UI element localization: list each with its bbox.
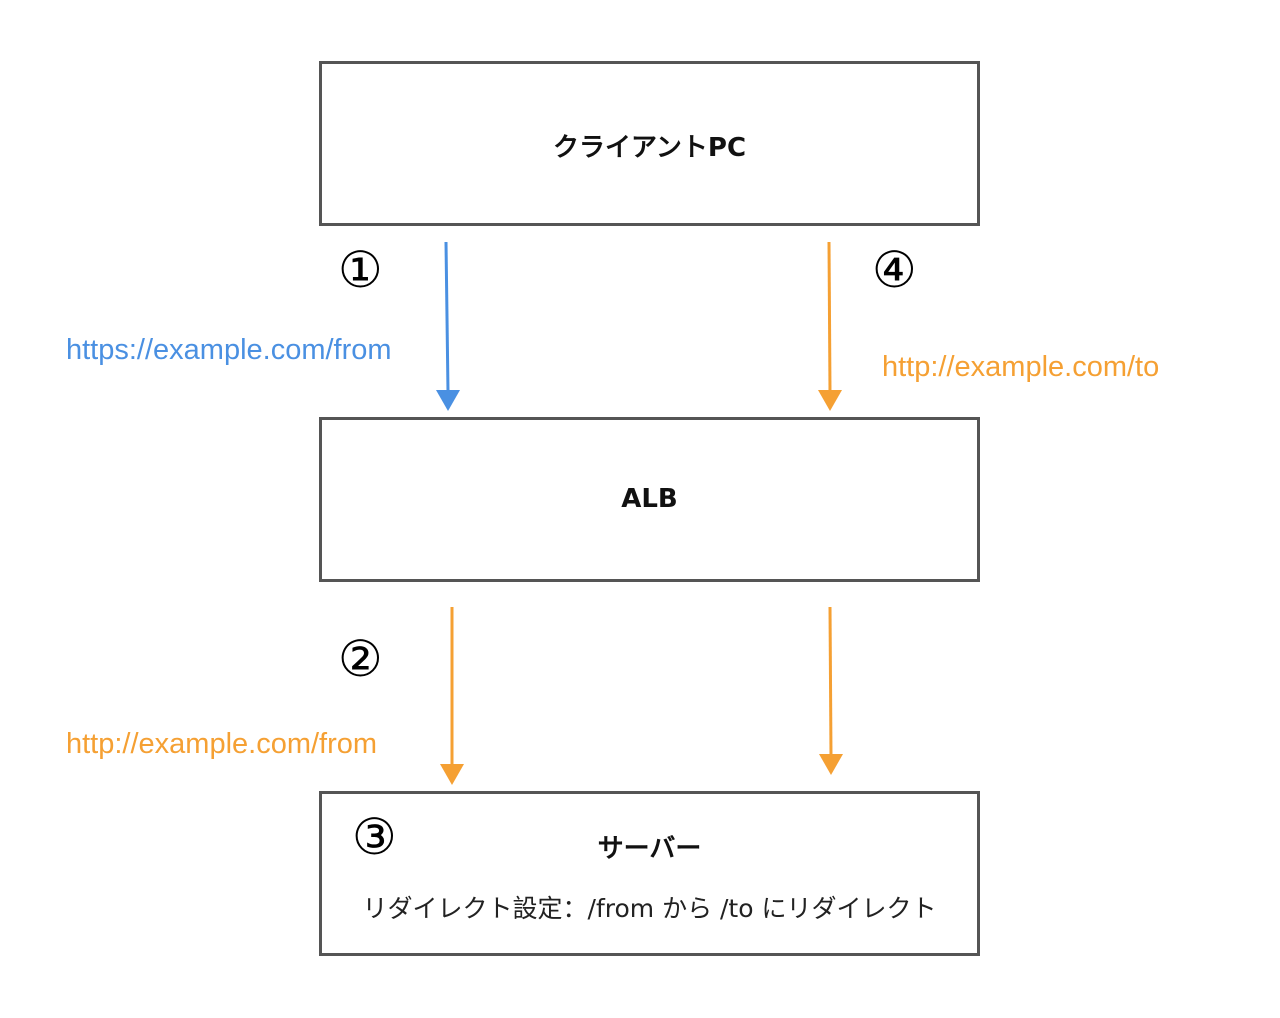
arrow-step4: [818, 241, 842, 411]
server-box: サーバー リダイレクト設定：/from から /to にリダイレクト: [319, 791, 980, 956]
server-label: サーバー: [597, 834, 702, 864]
step-2-marker: ②: [338, 630, 383, 688]
url-http-from: http://example.com/from: [66, 728, 378, 760]
step-3-marker: ③: [352, 808, 397, 866]
arrow-alb-server-right: [819, 606, 843, 775]
redirect-setting-note: リダイレクト設定：/from から /to にリダイレクト: [362, 894, 937, 923]
url-https-from: https://example.com/from: [66, 334, 392, 366]
arrow-step1: [436, 241, 460, 411]
client-pc-box: クライアントPC: [319, 61, 980, 226]
alb-box: ALB: [319, 417, 980, 582]
alb-label: ALB: [621, 484, 678, 514]
arrow-step2: [440, 607, 464, 785]
step-1-marker: ①: [338, 241, 383, 299]
url-http-to: http://example.com/to: [882, 351, 1160, 383]
client-pc-label: クライアントPC: [552, 133, 747, 163]
step-4-marker: ④: [872, 241, 917, 299]
